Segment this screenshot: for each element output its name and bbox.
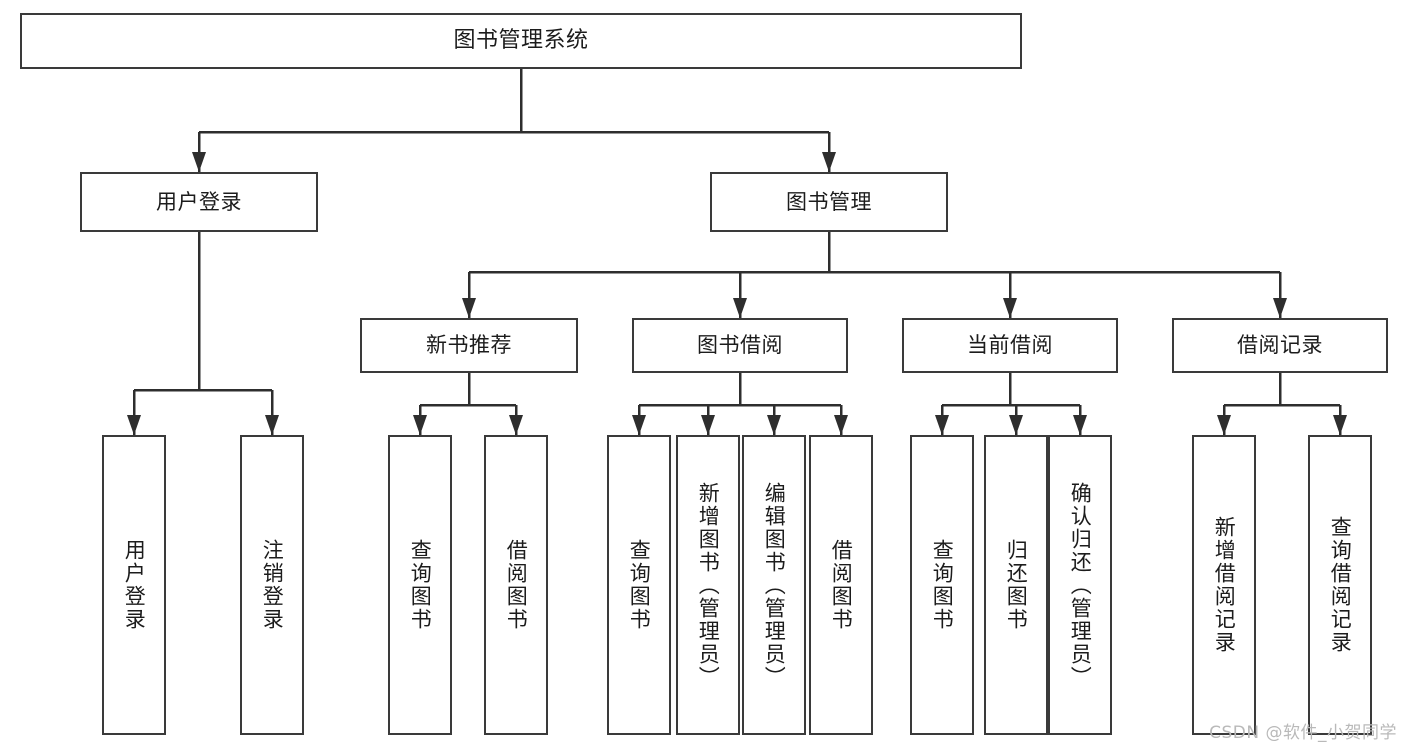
watermark: CSDN @软件_小贺同学 <box>1209 723 1397 743</box>
node-borrow-record[interactable]: 借阅记录 <box>1172 318 1388 373</box>
arrowhead-icon <box>935 415 949 435</box>
node-current-borrow[interactable]: 当前借阅 <box>902 318 1118 373</box>
node-label: 确认归还（管理员） <box>1068 481 1093 689</box>
arrowhead-icon <box>509 415 523 435</box>
node-leaf-add-book[interactable]: 新增图书（管理员） <box>676 435 740 735</box>
arrowhead-icon <box>265 415 279 435</box>
arrowhead-icon <box>834 415 848 435</box>
node-new-book-rec[interactable]: 新书推荐 <box>360 318 578 373</box>
node-leaf-borrow-2[interactable]: 借阅图书 <box>809 435 873 735</box>
node-leaf-query-2[interactable]: 查询图书 <box>607 435 671 735</box>
node-leaf-query-3[interactable]: 查询图书 <box>910 435 974 735</box>
node-label: 编辑图书（管理员） <box>762 481 787 689</box>
node-book-manage[interactable]: 图书管理 <box>710 172 948 232</box>
arrowhead-icon <box>462 298 476 318</box>
node-user-login[interactable]: 用户登录 <box>80 172 318 232</box>
node-label: 查询借阅记录 <box>1328 516 1353 654</box>
node-leaf-user-login[interactable]: 用户登录 <box>102 435 166 735</box>
arrowhead-icon <box>767 415 781 435</box>
node-book-borrow[interactable]: 图书借阅 <box>632 318 848 373</box>
node-label: 图书管理 <box>786 189 872 214</box>
arrowhead-icon <box>1333 415 1347 435</box>
node-label: 注销登录 <box>260 539 285 631</box>
node-leaf-edit-book[interactable]: 编辑图书（管理员） <box>742 435 806 735</box>
arrowhead-icon <box>701 415 715 435</box>
node-label: 查询图书 <box>408 539 433 631</box>
arrowhead-icon <box>192 152 206 172</box>
node-label: 查询图书 <box>627 539 652 631</box>
arrowhead-icon <box>413 415 427 435</box>
node-label: 图书借阅 <box>697 333 783 358</box>
node-leaf-borrow-1[interactable]: 借阅图书 <box>484 435 548 735</box>
node-leaf-query-rec[interactable]: 查询借阅记录 <box>1308 435 1372 735</box>
arrowhead-icon <box>1073 415 1087 435</box>
node-label: 当前借阅 <box>967 333 1053 358</box>
node-label: 新增借阅记录 <box>1212 516 1237 654</box>
node-label: 借阅图书 <box>829 539 854 631</box>
node-label: 图书管理系统 <box>453 28 589 54</box>
node-leaf-add-rec[interactable]: 新增借阅记录 <box>1192 435 1256 735</box>
node-leaf-return[interactable]: 归还图书 <box>984 435 1048 735</box>
node-label: 用户登录 <box>122 539 147 631</box>
arrowhead-icon <box>733 298 747 318</box>
node-leaf-confirm[interactable]: 确认归还（管理员） <box>1048 435 1112 735</box>
arrowhead-icon <box>1273 298 1287 318</box>
node-label: 用户登录 <box>156 189 242 214</box>
arrowhead-icon <box>1009 415 1023 435</box>
arrowhead-icon <box>822 152 836 172</box>
arrowhead-icon <box>1003 298 1017 318</box>
node-label: 新增图书（管理员） <box>696 481 721 689</box>
arrowhead-icon <box>1217 415 1231 435</box>
node-label: 借阅记录 <box>1237 333 1323 358</box>
node-label: 查询图书 <box>930 539 955 631</box>
node-label: 新书推荐 <box>426 333 512 358</box>
node-leaf-logout[interactable]: 注销登录 <box>240 435 304 735</box>
arrowhead-icon <box>632 415 646 435</box>
node-leaf-query-1[interactable]: 查询图书 <box>388 435 452 735</box>
arrowhead-icon <box>127 415 141 435</box>
node-label: 借阅图书 <box>504 539 529 631</box>
node-label: 归还图书 <box>1004 539 1029 631</box>
node-root[interactable]: 图书管理系统 <box>20 13 1022 69</box>
